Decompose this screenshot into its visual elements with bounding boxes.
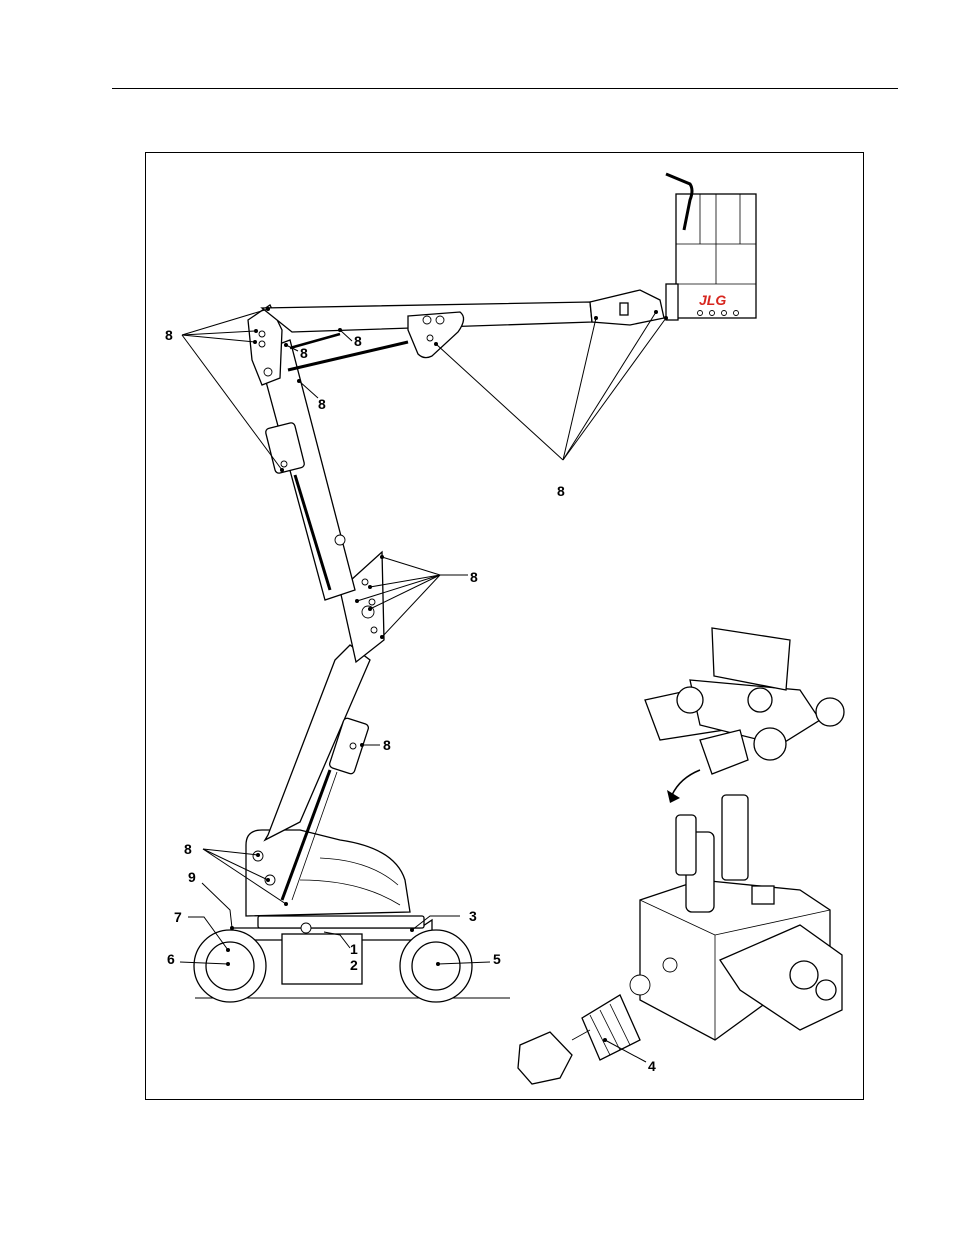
inset-chassis [645,628,844,803]
inset-manifold [518,795,842,1084]
filter-cap [518,1032,572,1084]
filter-cartridge [582,995,640,1060]
callout-2: 2 [350,957,358,973]
callout-8-pivot-a: 8 [300,345,308,361]
turntable-bearing [258,916,424,928]
callout-5: 5 [493,951,501,967]
callout-3: 3 [469,908,477,924]
machine-side-view: JLG [194,174,756,1002]
callout-8-upper-left: 8 [165,327,173,343]
callout-7: 7 [174,909,182,925]
callout-8-pivot-c: 8 [318,396,326,412]
callout-8-turntable: 8 [184,841,192,857]
turntable-counterweight [246,830,410,916]
callout-8-pivot-b: 8 [354,333,362,349]
callout-8-main-boom: 8 [557,483,565,499]
callout-1: 1 [350,941,358,957]
callout-6: 6 [167,951,175,967]
callout-8-mid-riser: 8 [470,569,478,585]
callout-8-lower-boom: 8 [383,737,391,753]
rear-wheel [194,930,266,1002]
platform-logo: JLG [699,292,726,308]
callout-4: 4 [648,1058,656,1074]
front-wheel [400,930,472,1002]
callout-9: 9 [188,869,196,885]
